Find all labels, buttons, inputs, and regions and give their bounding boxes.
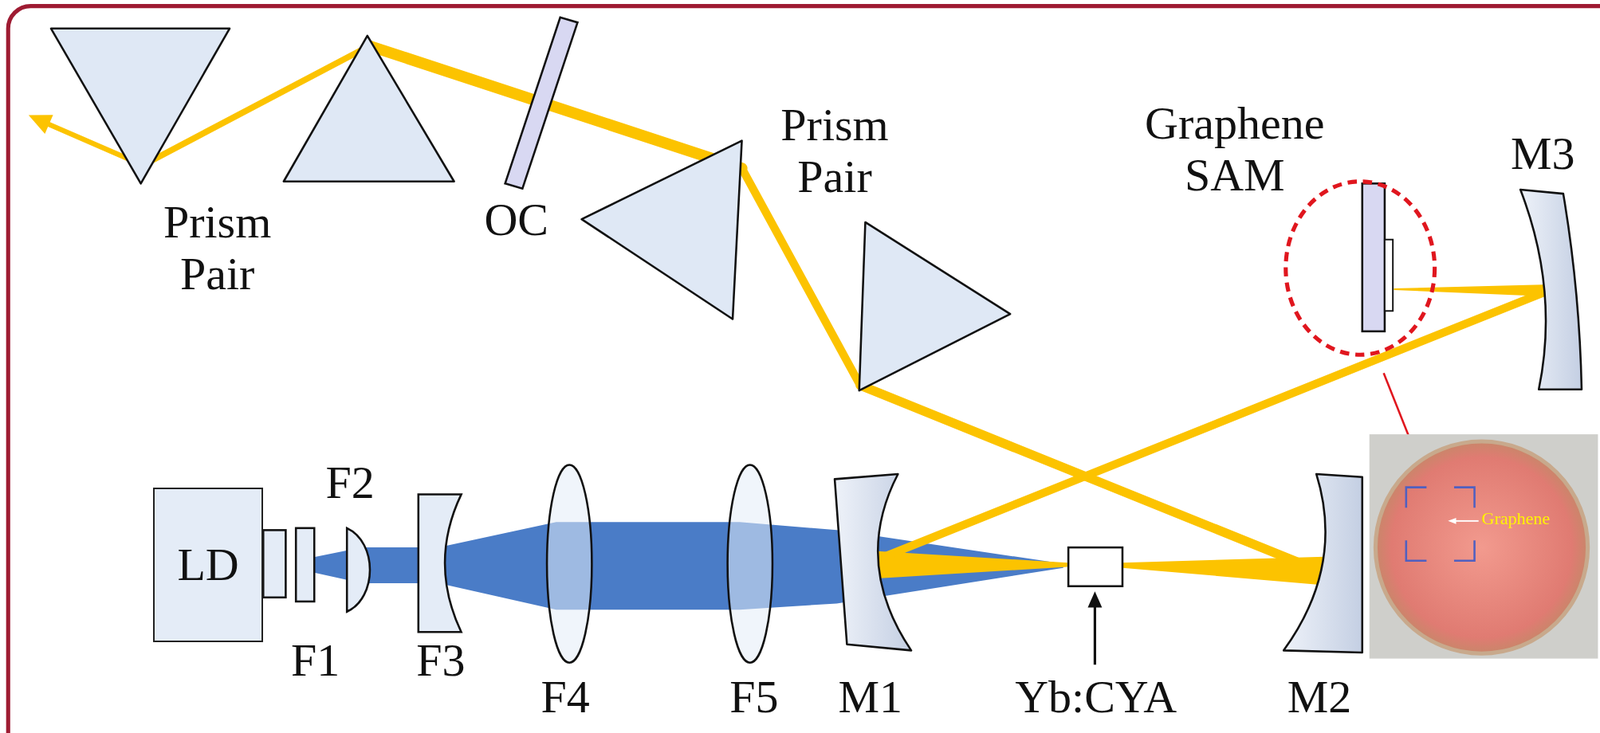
component-label: M3 bbox=[1510, 129, 1576, 179]
illustration-part bbox=[1520, 189, 1582, 390]
output-coupler bbox=[505, 17, 578, 189]
lens-f4 bbox=[546, 464, 592, 663]
lens-f2 bbox=[346, 528, 370, 613]
lens-f5 bbox=[727, 464, 773, 663]
region-bracket bbox=[1406, 487, 1475, 562]
illustration-part bbox=[859, 222, 1011, 391]
laser-diode-box: LD bbox=[153, 487, 264, 644]
component-label: F3 bbox=[416, 636, 465, 686]
diode-window bbox=[263, 530, 286, 598]
illustration-part bbox=[283, 35, 455, 182]
illustration-part bbox=[1406, 540, 1428, 562]
component-label: Graphene SAM bbox=[1115, 98, 1355, 202]
illustration-part bbox=[834, 474, 912, 651]
component-label: Prism Pair bbox=[137, 196, 298, 301]
illustration-part bbox=[1283, 474, 1363, 653]
photo-pointer bbox=[1454, 520, 1479, 523]
crystal-pointer bbox=[1093, 605, 1097, 665]
crystal-pointer-head bbox=[1087, 591, 1102, 608]
component-label: Prism Pair bbox=[754, 99, 915, 204]
illustration-part bbox=[1454, 540, 1475, 562]
highlight-ellipse bbox=[1285, 181, 1435, 356]
component-label: M2 bbox=[1287, 673, 1353, 723]
photo bbox=[1369, 434, 1599, 660]
illustration-part bbox=[1406, 487, 1428, 509]
illustration-part bbox=[1454, 487, 1475, 509]
component-label: M1 bbox=[838, 673, 904, 723]
frame bbox=[7, 6, 1600, 733]
component-label: F1 bbox=[290, 636, 340, 686]
lens-f3 bbox=[418, 495, 462, 633]
sam-substrate bbox=[1362, 183, 1385, 332]
illustration-part bbox=[581, 141, 743, 320]
photo-pointer-head bbox=[1447, 518, 1456, 525]
graphene-disc bbox=[1375, 441, 1588, 654]
component-label: F2 bbox=[325, 459, 374, 508]
illustration-part bbox=[860, 385, 1325, 574]
lens-f1 bbox=[295, 528, 315, 602]
component-label: F4 bbox=[540, 673, 590, 723]
graphene-layer bbox=[1384, 239, 1393, 312]
component-label: F5 bbox=[729, 673, 779, 723]
illustration-part bbox=[51, 28, 230, 184]
gain-crystal bbox=[1068, 547, 1123, 587]
prism bbox=[51, 28, 1011, 391]
component-label: Yb:CYA bbox=[1014, 673, 1177, 723]
node-text: LD bbox=[176, 541, 239, 590]
component-label: OC bbox=[483, 196, 549, 245]
photo-caption: Graphene bbox=[1482, 510, 1551, 528]
